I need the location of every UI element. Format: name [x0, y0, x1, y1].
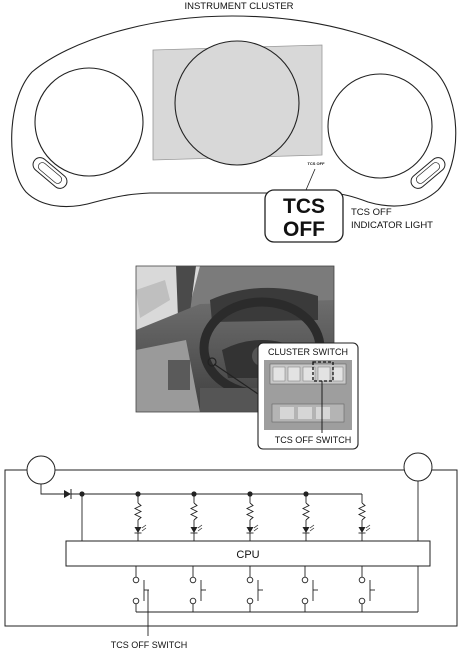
- push-switch: [301, 566, 318, 612]
- left-slot: [32, 157, 68, 189]
- led-branch: [245, 491, 259, 541]
- left-gauge: [34, 67, 144, 177]
- badge-line-2: OFF: [283, 218, 325, 241]
- led-branch: [301, 491, 315, 541]
- push-switch: [246, 566, 263, 612]
- led-branch: [357, 494, 371, 541]
- right-gauge: [327, 73, 433, 179]
- cockpit-photo: CLUSTER SWITCH TCS OFF SWITCH: [135, 265, 359, 450]
- indicator-label-line-1: TCS OFF: [351, 207, 392, 218]
- circuit-diagram: CPU TCS OFF SWITCH: [4, 452, 458, 650]
- left-slot-inner: [37, 162, 63, 184]
- tcs-off-badge: [264, 189, 344, 243]
- branch-group: [79, 491, 375, 612]
- tcs-off-switch-circuit-label: TCS OFF SWITCH: [111, 640, 188, 650]
- cluster-title: INSTRUMENT CLUSTER: [184, 1, 293, 12]
- led: [302, 527, 310, 533]
- indicator-label-line-2: INDICATOR LIGHT: [351, 220, 433, 231]
- terminal-left: [26, 455, 56, 485]
- cluster-switch-label: CLUSTER SWITCH: [268, 347, 348, 357]
- led-branch: [133, 491, 147, 541]
- tiny-tcs-indicator: TCS OFF: [307, 161, 325, 166]
- tcs-off-switch-highlight: [312, 361, 334, 382]
- diode: [64, 490, 71, 498]
- resistor: [301, 502, 311, 521]
- junction-dot: [79, 491, 85, 497]
- right-slot-inner: [415, 162, 441, 184]
- push-switch: [132, 566, 149, 612]
- led: [246, 527, 254, 533]
- led-branch: [189, 491, 203, 541]
- led: [134, 527, 142, 533]
- cpu-label: CPU: [236, 549, 259, 561]
- circuit-border: [4, 469, 458, 627]
- resistor: [133, 502, 143, 521]
- center-gauge: [174, 40, 300, 166]
- right-slot: [410, 157, 446, 189]
- terminal-right: [403, 452, 433, 482]
- resistor: [189, 502, 199, 521]
- resistor: [245, 502, 255, 521]
- indicator-leader: [305, 168, 316, 191]
- cpu-block: [65, 540, 431, 567]
- push-switch: [189, 566, 206, 612]
- led: [358, 527, 366, 533]
- tcs-off-switch-label: TCS OFF SWITCH: [275, 435, 352, 445]
- push-switch: [358, 566, 375, 612]
- instrument-cluster: INSTRUMENT CLUSTER TCS OFF TCS OFF TCS O…: [11, 1, 457, 243]
- resistor: [357, 502, 367, 521]
- led: [190, 527, 198, 533]
- badge-line-1: TCS: [283, 195, 325, 218]
